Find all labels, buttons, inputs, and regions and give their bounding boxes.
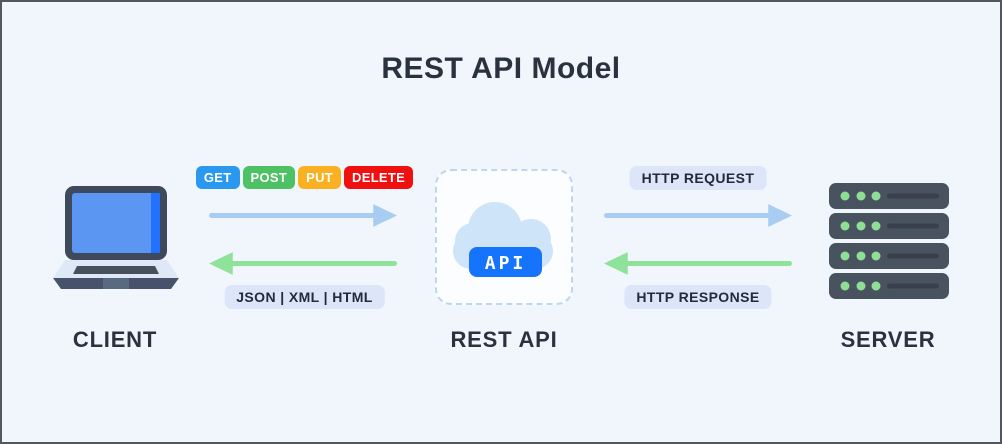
server-label: SERVER bbox=[840, 327, 936, 352]
http-methods-row: GET POST PUT DELETE bbox=[195, 166, 414, 189]
request-arrow-icon bbox=[604, 204, 792, 227]
cloud-icon: API bbox=[453, 202, 553, 277]
api-chip-label: API bbox=[485, 253, 527, 274]
data-formats-badge: JSON | XML | HTML bbox=[224, 285, 385, 309]
server-slab-3 bbox=[829, 243, 949, 269]
response-arrow-icon bbox=[209, 252, 397, 275]
rest-api-box: API bbox=[435, 169, 573, 305]
rest-api-label: REST API bbox=[450, 327, 558, 352]
server-slab-2 bbox=[829, 213, 949, 239]
method-badge-delete: DELETE bbox=[344, 166, 414, 189]
page-title: REST API Model bbox=[381, 52, 621, 85]
method-badge-post: POST bbox=[242, 166, 296, 189]
server-slab-4 bbox=[829, 273, 949, 299]
server-slab-1 bbox=[829, 183, 949, 209]
client-label: CLIENT bbox=[72, 327, 158, 352]
method-badge-put: PUT bbox=[298, 166, 342, 189]
request-arrow-icon bbox=[209, 204, 397, 227]
api-chip bbox=[469, 247, 542, 277]
laptop-icon bbox=[53, 186, 179, 289]
http-response-badge: HTTP RESPONSE bbox=[624, 285, 772, 309]
method-badge-get: GET bbox=[195, 166, 240, 189]
http-request-badge: HTTP REQUEST bbox=[629, 166, 767, 190]
server-icon bbox=[829, 183, 949, 299]
response-arrow-icon bbox=[604, 252, 792, 275]
